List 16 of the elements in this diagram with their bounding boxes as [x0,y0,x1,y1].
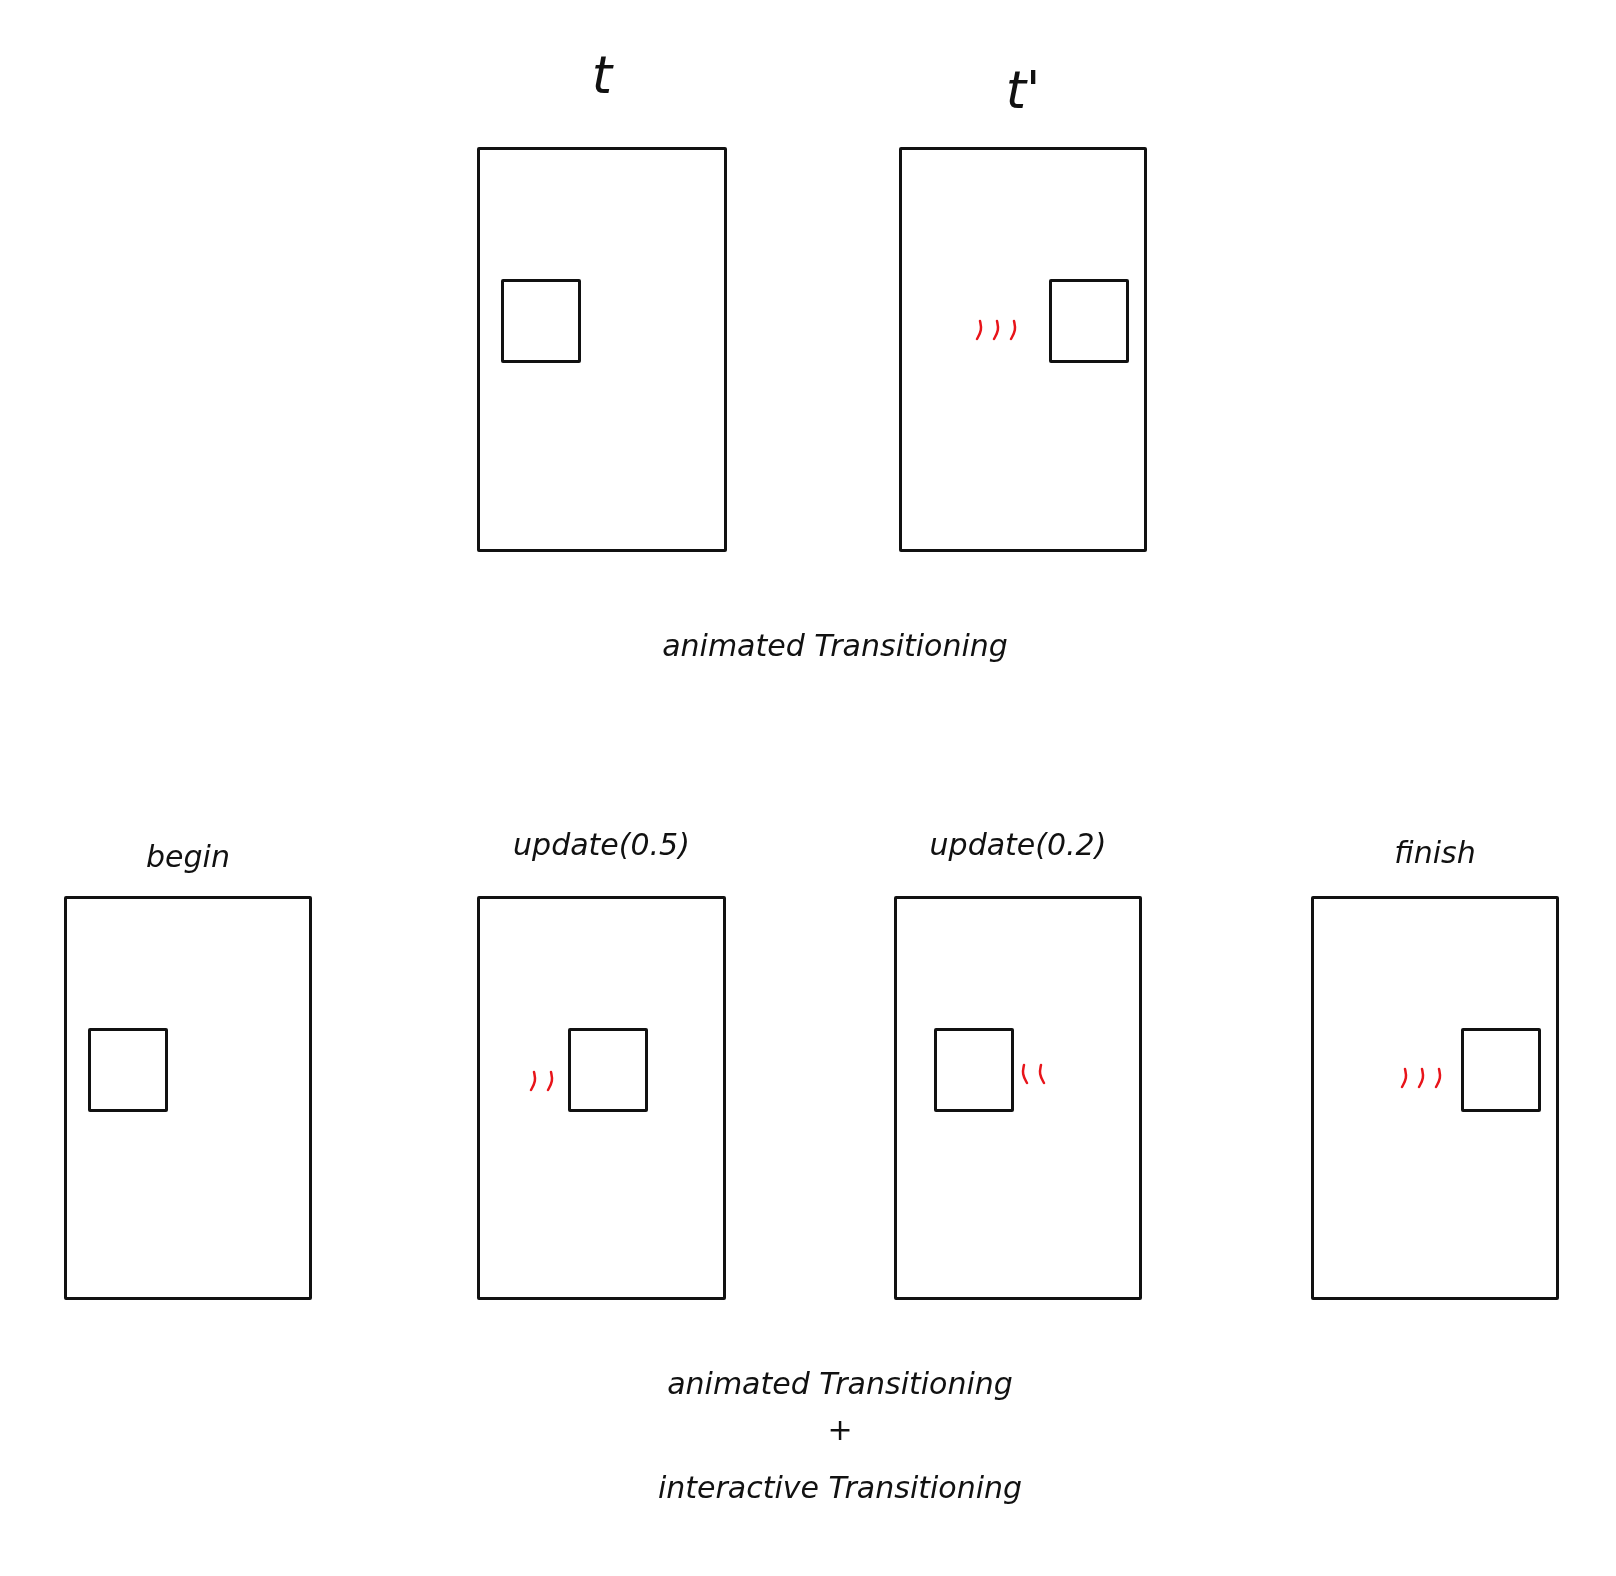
inner-square [1461,1028,1541,1112]
caption-text: interactive Transitioning [657,1470,1023,1505]
inner-square [934,1028,1014,1112]
inner-square [88,1028,168,1112]
inner-square [501,279,581,363]
frame-label: t [591,45,613,105]
inner-square [568,1028,648,1112]
frame-label: update(0.2) [929,827,1107,862]
caption-text: animated Transitioning [662,628,1008,663]
inner-square [1049,279,1129,363]
frame-label: update(0.5) [513,827,690,862]
caption-text: animated Transitioning [667,1366,1013,1401]
caption-text: + [827,1412,853,1447]
frame-label: t' [1005,60,1041,120]
frame-label: finish [1394,835,1476,870]
frame-label: begin [146,839,230,874]
